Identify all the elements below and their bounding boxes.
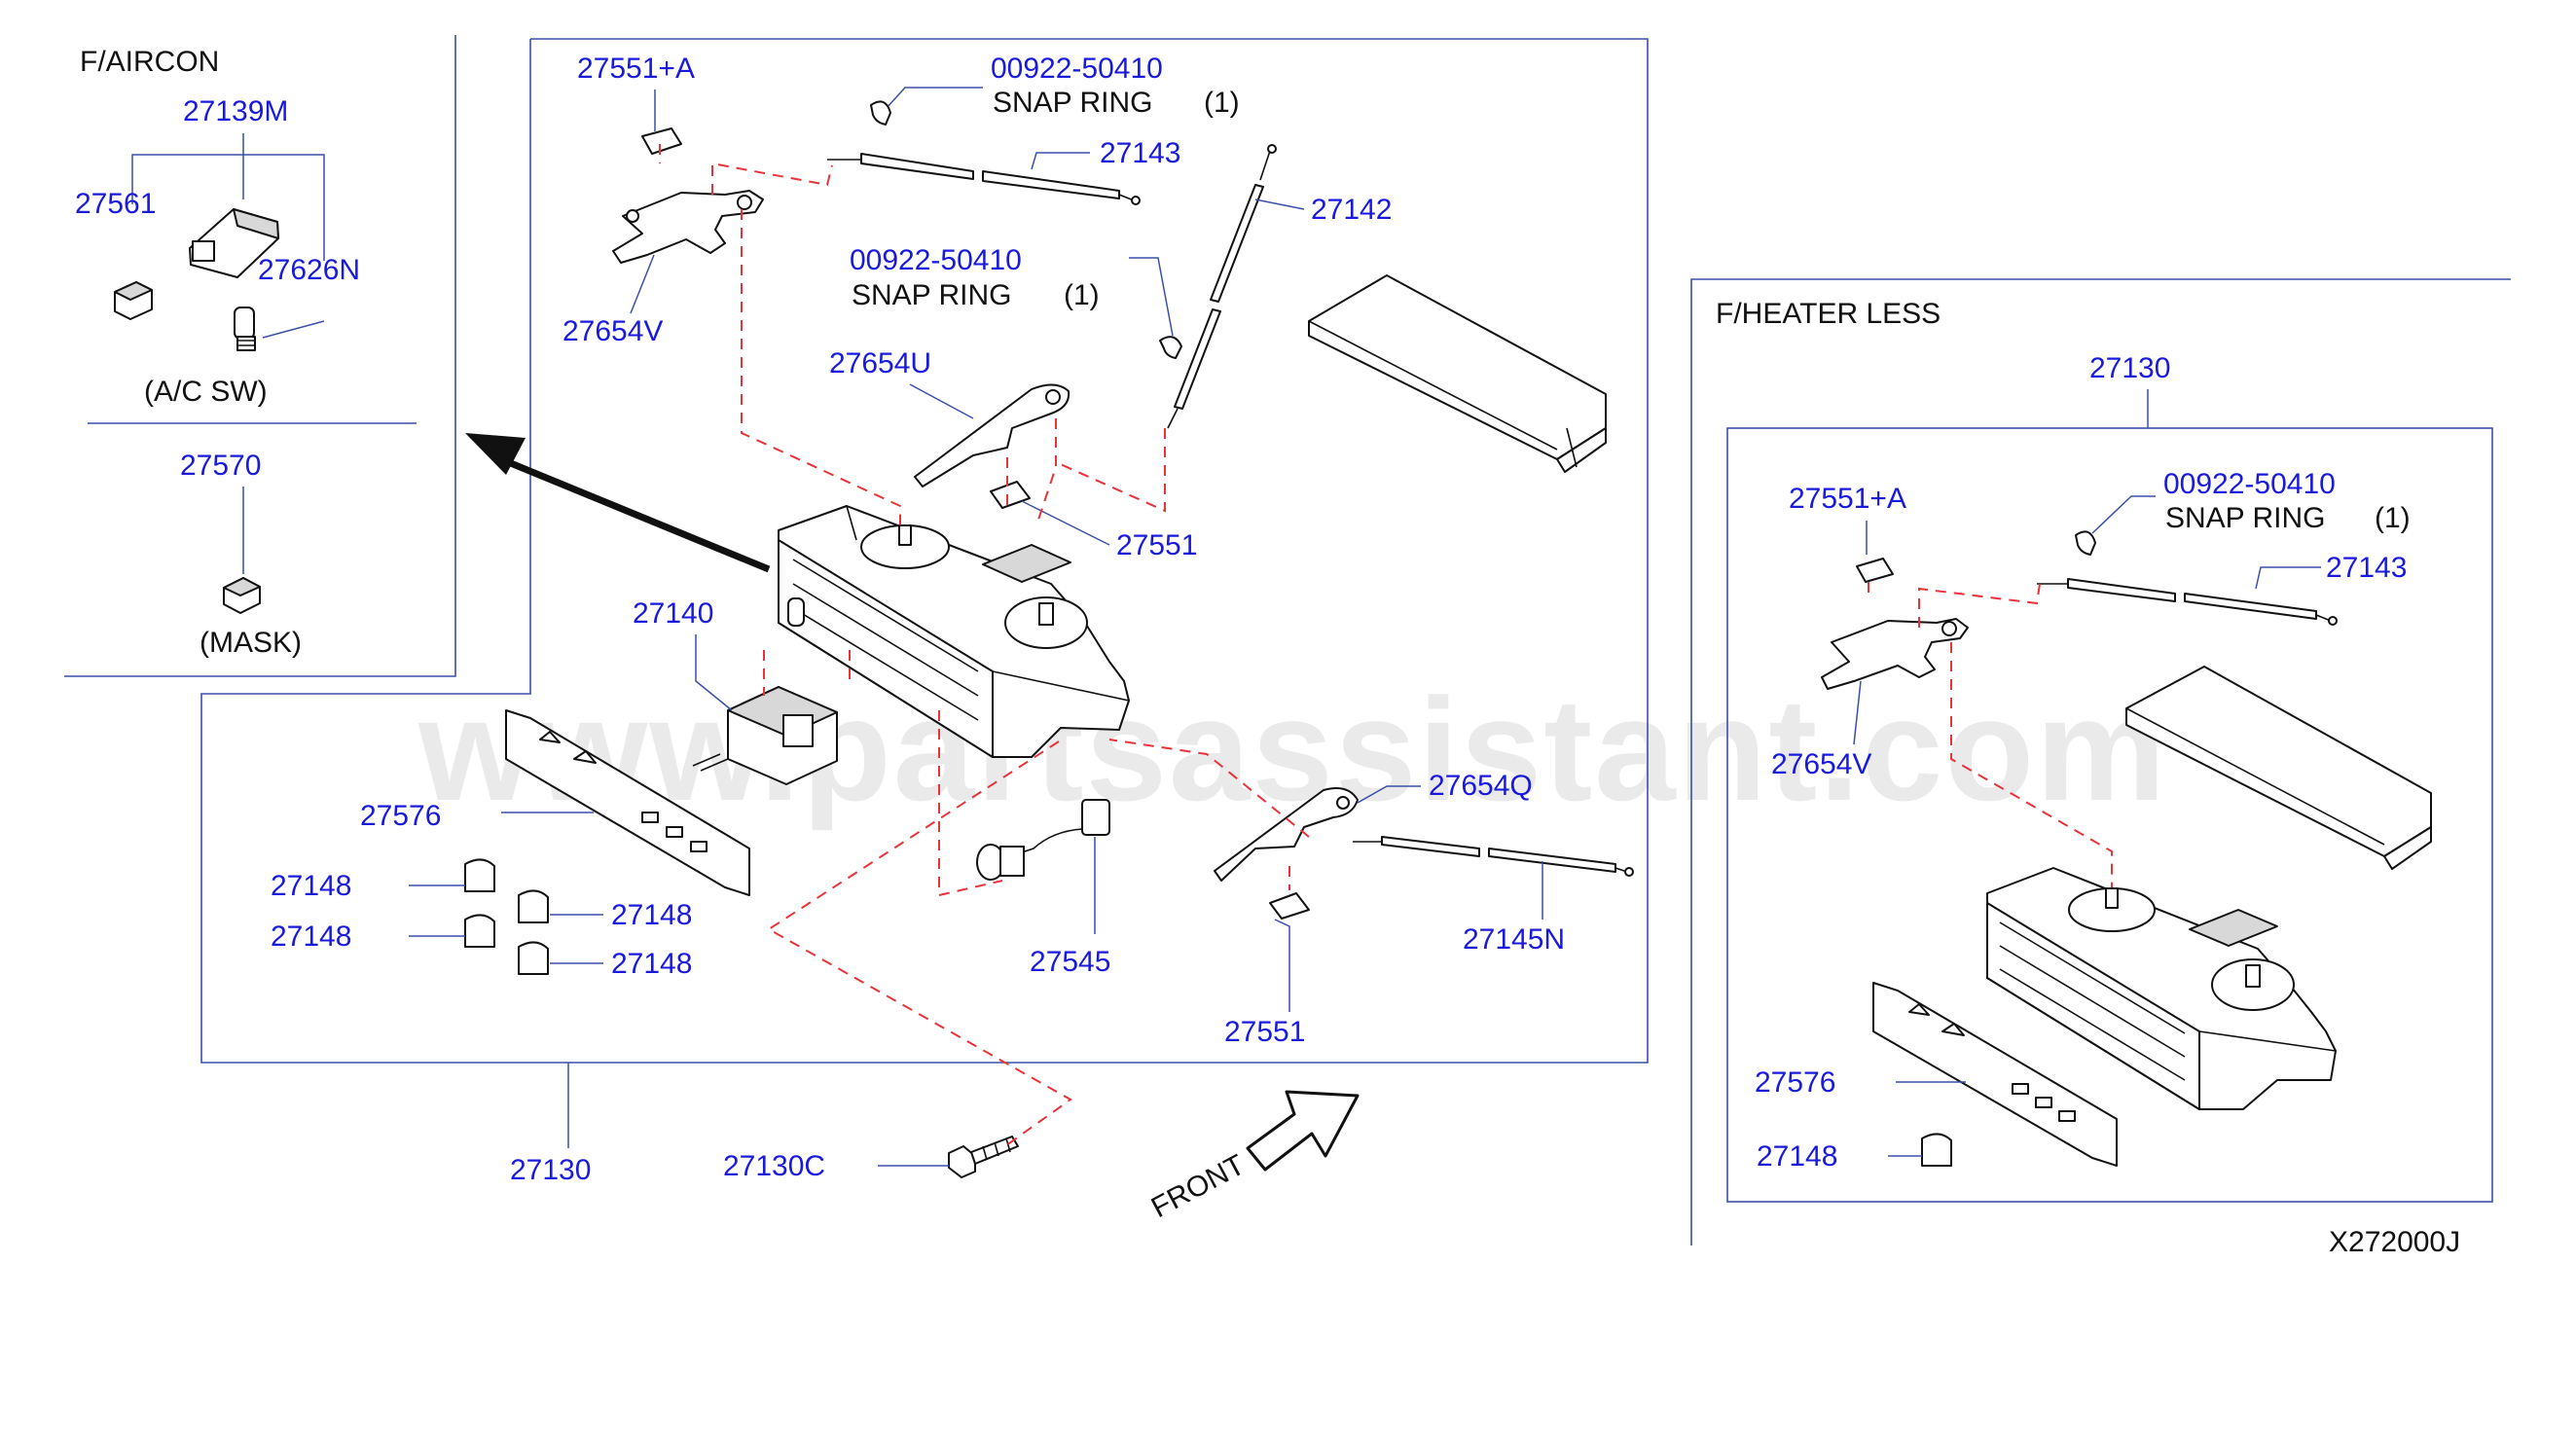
assembly-lines: [659, 144, 1310, 1149]
clip-27551-b-part: [1269, 892, 1310, 920]
snap-ring-b-part: [1159, 336, 1182, 359]
part-number-27130C[interactable]: 27130C: [723, 1150, 825, 1182]
cover-plate-part: [1308, 274, 1607, 473]
main-section: 27551+A 27654V 00922-50410 SNAP RING (1)…: [271, 53, 1634, 1225]
knob-27561-part: [114, 281, 153, 320]
part-number-27140[interactable]: 27140: [633, 597, 713, 630]
control-head-part: [778, 505, 1130, 758]
cable-27143-part: [827, 153, 1141, 205]
panel-27576-part: [505, 709, 750, 896]
cable-27142-part: [1167, 144, 1277, 429]
part-number-27139M[interactable]: 27139M: [183, 95, 288, 127]
aircon-section: F/AIRCON 27139M 27561 27626N (A/C SW) 27…: [75, 46, 360, 659]
hl-part-number-27654V[interactable]: 27654V: [1771, 748, 1871, 780]
snap-ring-label-b: SNAP RING: [852, 279, 1012, 311]
part-number-27148-b[interactable]: 27148: [271, 921, 351, 953]
hl-snap-ring-label: SNAP RING: [2165, 502, 2326, 534]
part-number-27545[interactable]: 27545: [1030, 946, 1110, 978]
hl-cover-plate-part: [2125, 666, 2432, 870]
hl-snap-ring-part: [2075, 530, 2096, 556]
part-number-27626N[interactable]: 27626N: [258, 254, 360, 286]
part-number-27654Q[interactable]: 27654Q: [1429, 770, 1533, 802]
part-number-27143[interactable]: 27143: [1100, 137, 1180, 169]
lever-27654Q-part: [1214, 787, 1359, 882]
leader-27139M: [131, 154, 325, 261]
heater-less-section: F/HEATER LESS 27130 27551+A 00922-50410 …: [1716, 298, 2460, 1258]
heater-less-outer: [1690, 278, 2511, 1245]
watermark: www.partsassistant.com: [417, 668, 2167, 831]
heater-less-title: F/HEATER LESS: [1716, 298, 1941, 330]
part-number-27148-a[interactable]: 27148: [271, 870, 351, 902]
blower-switch-27140-part: [692, 686, 838, 785]
knob-27148-parts: [464, 858, 549, 975]
cable-27145N-part: [1353, 836, 1634, 877]
bulb-27626N-part: [234, 307, 256, 351]
part-number-27142[interactable]: 27142: [1311, 194, 1392, 226]
snap-ring-label-a: SNAP RING: [993, 87, 1153, 119]
leader-27626N: [262, 320, 325, 339]
main-frame: [200, 38, 1649, 1064]
hl-assembly-lines: [1868, 582, 2113, 887]
hl-panel-27576-part: [1872, 982, 2118, 1167]
hl-clip-27551A-part: [1856, 558, 1894, 583]
part-number-00922-50410-b[interactable]: 00922-50410: [850, 244, 1022, 276]
aircon-frame: [64, 35, 456, 677]
hl-part-number-00922-50410[interactable]: 00922-50410: [2163, 468, 2336, 500]
part-number-27576[interactable]: 27576: [360, 800, 441, 832]
bulb-harness-27545-part: [976, 799, 1110, 881]
part-number-27130[interactable]: 27130: [510, 1154, 591, 1186]
snap-ring-qty-b: (1): [1064, 279, 1100, 311]
part-number-27551-b[interactable]: 27551: [1224, 1016, 1305, 1048]
hl-part-number-27130[interactable]: 27130: [2089, 352, 2170, 384]
part-number-00922-50410-a[interactable]: 00922-50410: [991, 53, 1163, 85]
ac-switch-part: [189, 208, 279, 278]
snap-ring-a-part: [870, 100, 891, 126]
hl-knob-27148-part: [1921, 1133, 1952, 1167]
ac-sw-note: (A/C SW): [144, 376, 268, 408]
hl-control-head-part: [1986, 867, 2337, 1110]
lever-27654U-part: [914, 383, 1070, 487]
part-number-27148-c[interactable]: 27148: [611, 899, 692, 931]
part-number-27551A[interactable]: 27551+A: [577, 53, 695, 85]
clip-27551A-part: [641, 127, 682, 155]
hl-lever-27654V-part: [1821, 618, 1969, 690]
hl-part-number-27148[interactable]: 27148: [1757, 1140, 1837, 1173]
part-number-27551-a[interactable]: 27551: [1116, 529, 1197, 561]
front-label: FRONT: [1146, 1149, 1251, 1225]
hl-cable-27143-part: [2037, 578, 2338, 626]
hl-snap-ring-qty: (1): [2375, 502, 2411, 534]
mask-27570-part: [223, 577, 261, 614]
heater-less-inner: [1726, 427, 2493, 1203]
part-number-27654V[interactable]: 27654V: [562, 315, 663, 347]
part-number-27654U[interactable]: 27654U: [829, 347, 931, 379]
screw-27130C-part: [948, 1136, 1019, 1178]
aircon-title: F/AIRCON: [80, 46, 219, 78]
hl-part-number-27576[interactable]: 27576: [1755, 1066, 1835, 1099]
part-number-27145N[interactable]: 27145N: [1463, 923, 1565, 956]
drawing-code: X272000J: [2329, 1226, 2460, 1258]
snap-ring-qty-a: (1): [1204, 87, 1240, 119]
clip-27551-a-part: [990, 481, 1031, 509]
front-arrow-icon: [1246, 1090, 1360, 1172]
hl-part-number-27551A[interactable]: 27551+A: [1789, 483, 1906, 515]
part-number-27561[interactable]: 27561: [75, 188, 156, 220]
frames: [64, 35, 2511, 1245]
reference-arrow: [465, 433, 771, 573]
part-number-27570[interactable]: 27570: [180, 450, 261, 482]
mask-note: (MASK): [200, 627, 302, 659]
hl-part-number-27143[interactable]: 27143: [2326, 552, 2407, 584]
part-number-27148-d[interactable]: 27148: [611, 948, 692, 980]
lever-27654V-part: [612, 190, 764, 264]
